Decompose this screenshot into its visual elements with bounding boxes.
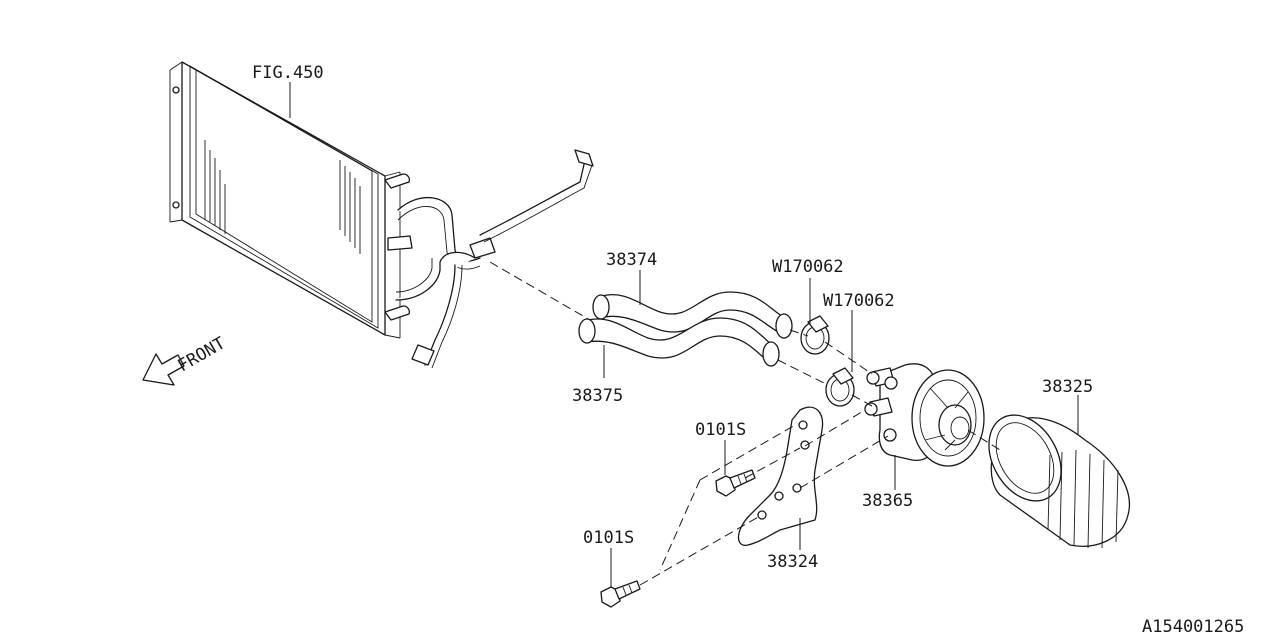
oil-cooler[interactable] — [864, 363, 985, 467]
label-radiator[interactable]: FIG.450 — [252, 63, 324, 83]
oil-filter[interactable] — [974, 402, 1130, 549]
reference-code: A154001265 — [1142, 617, 1244, 637]
clamp-upper[interactable] — [800, 315, 830, 355]
radiator-fins — [204, 140, 361, 254]
label-hose-lower[interactable]: 38375 — [572, 386, 623, 406]
label-bolt-upper[interactable]: 0101S — [695, 420, 746, 440]
label-bracket[interactable]: 38324 — [767, 552, 818, 572]
front-direction-arrow: FRONT — [142, 333, 229, 386]
label-oil-cooler[interactable]: 38365 — [862, 491, 913, 511]
bolt-upper[interactable] — [715, 469, 756, 497]
hose-lower[interactable] — [578, 317, 780, 367]
label-bolt-lower[interactable]: 0101S — [583, 528, 634, 548]
leader-lines — [289, 82, 1079, 588]
label-clamp-upper[interactable]: W170062 — [772, 257, 844, 277]
front-label: FRONT — [175, 333, 229, 376]
cooler-pipes — [387, 149, 594, 369]
clamp-lower[interactable] — [825, 367, 855, 407]
hose-upper[interactable] — [592, 291, 793, 339]
label-clamp-lower[interactable]: W170062 — [823, 291, 895, 311]
radiator[interactable] — [169, 61, 410, 339]
bracket[interactable] — [737, 406, 824, 546]
part-labels: FIG.450 38374 38375 W170062 W170062 3832… — [252, 63, 1093, 572]
bolt-lower[interactable] — [600, 580, 641, 608]
assembly-lines — [489, 261, 1001, 586]
label-oil-filter[interactable]: 38325 — [1042, 377, 1093, 397]
label-hose-upper[interactable]: 38374 — [606, 250, 657, 270]
